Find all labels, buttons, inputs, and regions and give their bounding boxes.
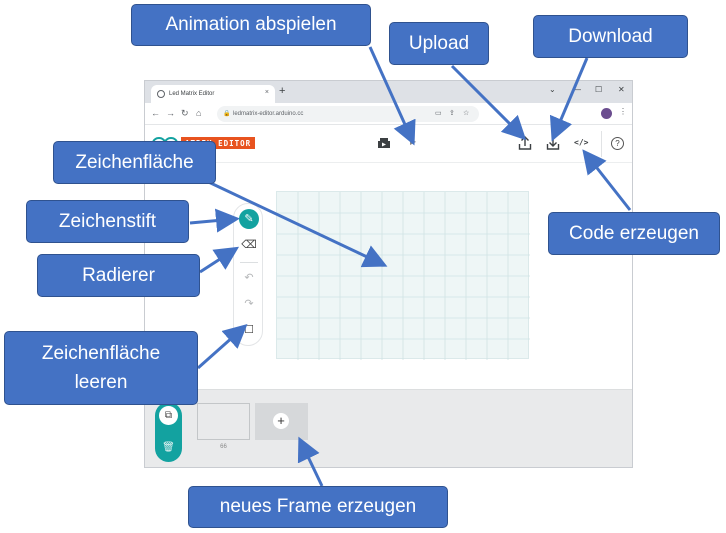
plus-icon: + xyxy=(273,413,289,429)
code-icon[interactable]: </> xyxy=(574,138,589,147)
maximize-button[interactable]: ☐ xyxy=(595,85,603,94)
browser-toolbar: ← → ↻ ⌂ 🔒 ledmatrix-editor.arduino.cc ▭ … xyxy=(145,103,632,125)
callout-clear-canvas: Zeichenfläche leeren xyxy=(4,331,198,405)
reload-icon[interactable]: ↻ xyxy=(181,108,189,118)
tab-title: Led Matrix Editor xyxy=(169,91,215,97)
profile-avatar[interactable] xyxy=(601,108,612,119)
frame-duration-label: 66 xyxy=(220,444,227,450)
close-window-button[interactable]: ✕ xyxy=(618,85,625,94)
minimize-button[interactable]: — xyxy=(573,85,581,94)
drawing-canvas[interactable] xyxy=(276,191,530,360)
callout-upload: Upload xyxy=(389,22,489,65)
more-menu-icon[interactable]: ⋮ xyxy=(619,107,627,116)
tool-palette: ✎ ⌫ ↶ ↷ ☐ xyxy=(233,203,263,346)
callout-code: Code erzeugen xyxy=(548,212,720,255)
callout-clear-line-1: Zeichenfläche xyxy=(41,342,161,364)
address-bar[interactable]: 🔒 ledmatrix-editor.arduino.cc ▭ ⇪ ☆ xyxy=(217,106,479,122)
tool-divider xyxy=(240,262,258,263)
new-tab-button[interactable]: + xyxy=(279,85,286,97)
globe-icon xyxy=(157,90,165,98)
undo-button[interactable]: ↶ xyxy=(244,272,254,284)
callout-play-animation: Animation abspielen xyxy=(131,4,371,46)
tab-close-icon[interactable]: × xyxy=(264,89,269,96)
callout-canvas: Zeichenfläche xyxy=(53,141,216,184)
callout-download: Download xyxy=(533,15,688,58)
animation-frames-icon[interactable] xyxy=(377,137,391,149)
app-header: ATRIX EDITOR ▶ </> ? xyxy=(145,125,632,163)
back-arrow-icon[interactable]: ← xyxy=(151,108,160,118)
forward-arrow-icon[interactable]: → xyxy=(166,108,175,118)
add-frame-button[interactable]: + xyxy=(255,403,308,440)
play-button[interactable]: ▶ xyxy=(410,137,417,146)
frame-controls: ⧉ 🗑 xyxy=(155,402,182,462)
browser-window: Led Matrix Editor × + ⌄ — ☐ ✕ ← → ↻ ⌂ 🔒 … xyxy=(144,80,633,468)
chevron-down-icon[interactable]: ⌄ xyxy=(549,85,556,94)
canvas-grid xyxy=(277,192,530,360)
bookmark-star-icon[interactable]: ☆ xyxy=(463,110,470,117)
redo-button[interactable]: ↷ xyxy=(244,298,254,310)
callout-pen: Zeichenstift xyxy=(26,200,189,243)
upload-icon[interactable] xyxy=(518,135,532,151)
screen-icon[interactable]: ▭ xyxy=(435,110,442,117)
trash-icon[interactable]: 🗑 xyxy=(162,442,175,453)
help-icon[interactable]: ? xyxy=(611,137,624,150)
copy-frame-icon[interactable]: ⧉ xyxy=(159,406,178,425)
pen-tool-button[interactable]: ✎ xyxy=(239,209,259,229)
download-icon[interactable] xyxy=(546,135,560,151)
callout-clear-line-2: leeren xyxy=(74,372,128,393)
frame-thumbnail[interactable] xyxy=(197,403,250,440)
tab-strip: Led Matrix Editor × + ⌄ — ☐ ✕ xyxy=(145,81,632,103)
callout-new-frame: neues Frame erzeugen xyxy=(188,486,448,528)
callout-eraser: Radierer xyxy=(37,254,200,297)
home-icon[interactable]: ⌂ xyxy=(196,108,202,118)
frame-bar: ⧉ 🗑 66 + xyxy=(145,389,632,467)
lock-icon: 🔒 xyxy=(223,111,231,117)
clear-canvas-button[interactable]: ☐ xyxy=(244,324,254,336)
share-icon[interactable]: ⇪ xyxy=(449,110,455,117)
url-text: ledmatrix-editor.arduino.cc xyxy=(233,111,304,117)
header-divider xyxy=(601,131,602,157)
eraser-tool-button[interactable]: ⌫ xyxy=(241,239,257,251)
browser-tab[interactable]: Led Matrix Editor × xyxy=(151,85,275,103)
